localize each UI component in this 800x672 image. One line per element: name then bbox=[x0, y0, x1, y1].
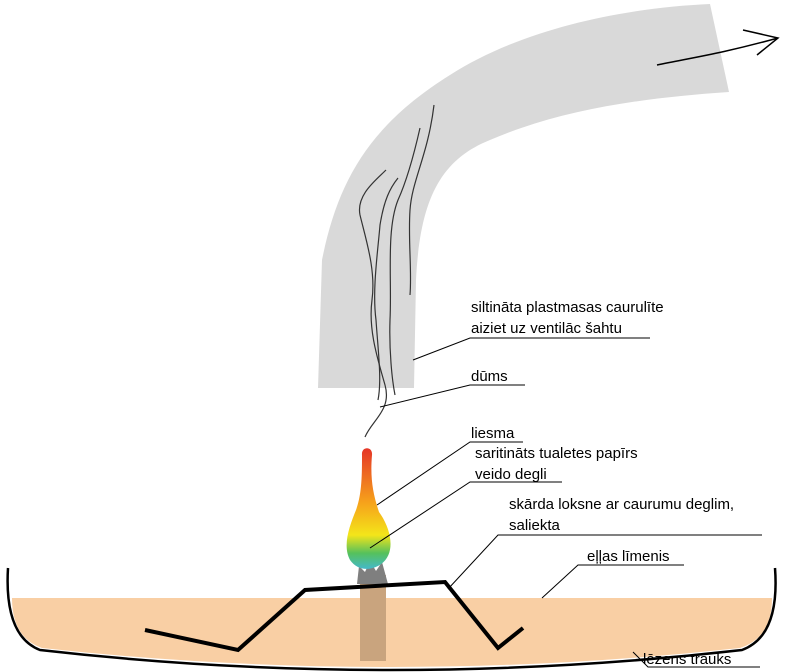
oil-surface bbox=[12, 598, 772, 667]
wick-top bbox=[357, 561, 388, 584]
label-oil-level: eļļas līmenis bbox=[587, 548, 670, 565]
leader-sheet bbox=[447, 534, 762, 590]
tin-sheet bbox=[144, 579, 525, 653]
leader-oil bbox=[541, 564, 684, 599]
label-tube-line2: aiziet uz ventilāc šahtu bbox=[471, 320, 622, 337]
label-dish: lēzens trauks bbox=[643, 651, 731, 668]
leader-tube bbox=[412, 337, 650, 361]
label-sheet-line1: skārda loksne ar caurumu deglim, bbox=[509, 496, 734, 513]
insulated-tube bbox=[318, 4, 729, 388]
shallow-dish bbox=[6, 567, 777, 672]
label-flame: liesma bbox=[471, 425, 515, 442]
leader-dish bbox=[632, 651, 760, 668]
leader-flame bbox=[376, 441, 523, 506]
label-tube-line1: siltināta plastmasas caurulīte bbox=[471, 299, 664, 316]
label-smoke: dūms bbox=[471, 368, 508, 385]
label-sheet-line2: saliekta bbox=[509, 517, 561, 534]
label-wick-line2: veido degli bbox=[475, 466, 547, 483]
flame bbox=[346, 448, 391, 569]
wick bbox=[360, 575, 386, 661]
leader-wick bbox=[369, 481, 562, 549]
outflow-arrow bbox=[656, 29, 780, 66]
label-wick-line1: saritināts tualetes papīrs bbox=[475, 445, 638, 462]
smoke-strands bbox=[358, 104, 435, 438]
leader-smoke bbox=[379, 384, 525, 408]
